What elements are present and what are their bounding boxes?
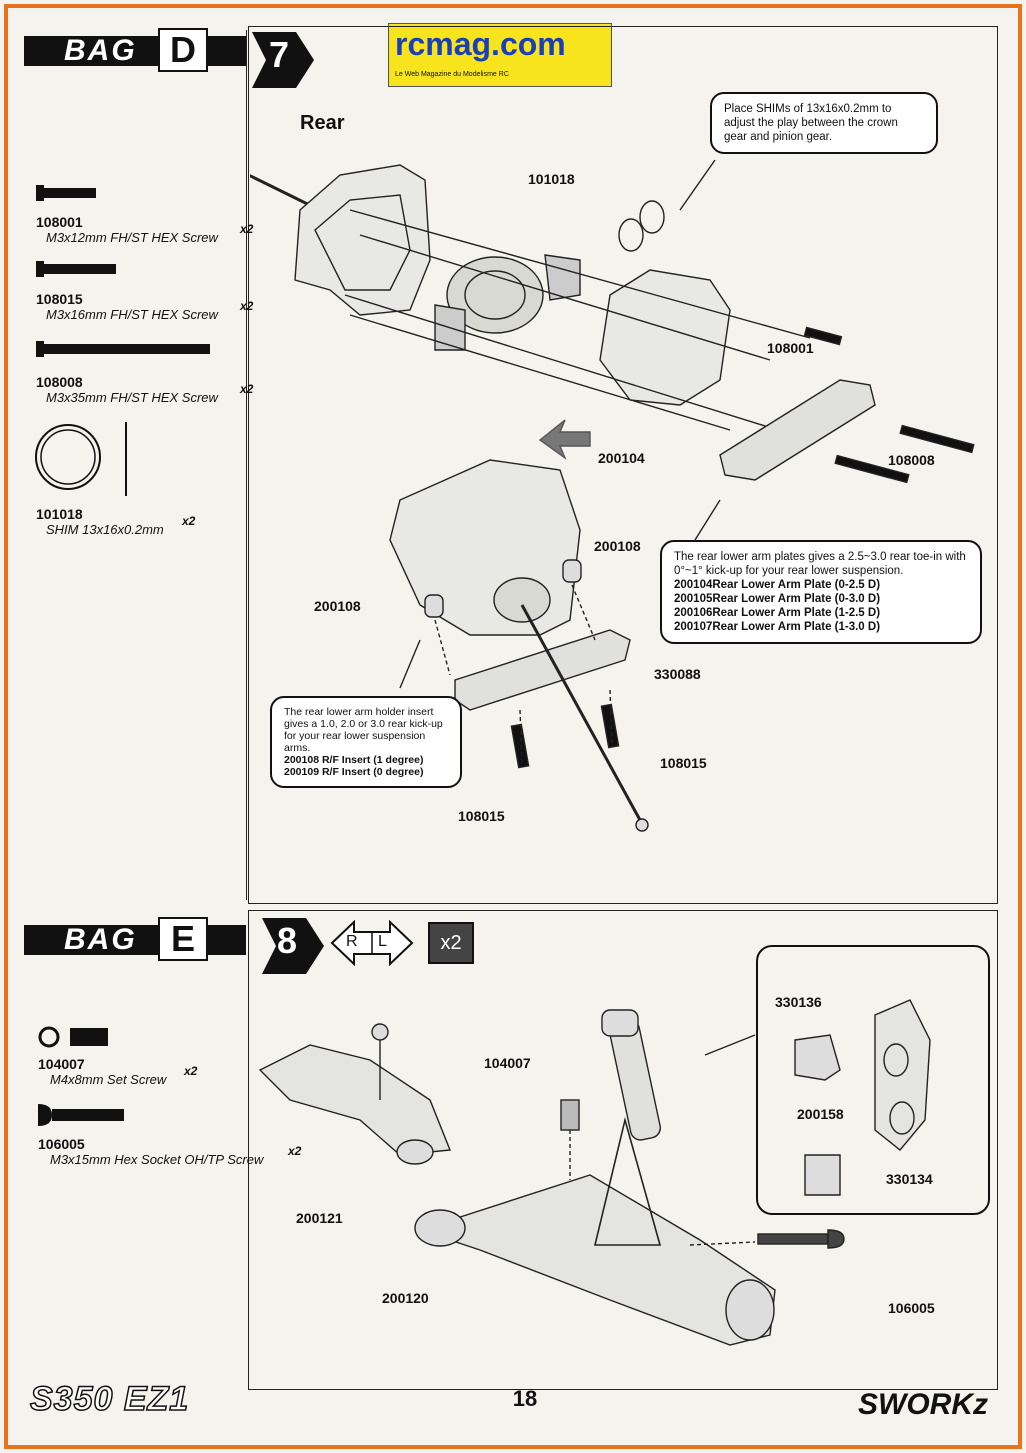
part-104007-desc: M4x8mm Set Screw — [50, 1072, 167, 1087]
part-108001-code: 108001 — [36, 214, 83, 230]
label-200104: 200104 — [598, 450, 645, 466]
insert-option-200109: 200109 R/F Insert (0 degree) — [284, 766, 424, 778]
label-330088: 330088 — [654, 666, 701, 682]
bag-e-letter: E — [158, 917, 208, 961]
part-108015-code: 108015 — [36, 291, 83, 307]
label-200121: 200121 — [296, 1210, 343, 1226]
label-108015-bottom: 108015 — [458, 808, 505, 824]
left-right-side-icon — [330, 920, 414, 966]
part-101018-qty: x2 — [182, 514, 196, 528]
callout-insert: The rear lower arm holder insert gives a… — [270, 696, 462, 788]
callout-insert-text: The rear lower arm holder insert gives a… — [284, 706, 443, 754]
screw-108015-icon — [36, 261, 116, 277]
step-7-frame — [248, 26, 998, 904]
label-108001: 108001 — [767, 340, 814, 356]
rcmag-logo[interactable]: rcmag.com Le Web Magazine du Modelisme R… — [388, 23, 612, 87]
label-106005: 106005 — [888, 1300, 935, 1316]
label-330134: 330134 — [886, 1171, 933, 1187]
arm-plate-option-200104: 200104Rear Lower Arm Plate (0-2.5 D) — [674, 579, 881, 591]
part-106005-desc: M3x15mm Hex Socket OH/TP Screw — [50, 1152, 264, 1167]
rear-lower-arm-diagram — [258, 999, 931, 1346]
brand-logo: SWORKz — [858, 1388, 988, 1421]
arm-plate-option-200106: 200106Rear Lower Arm Plate (1-2.5 D) — [674, 607, 881, 619]
callout-arm-plates-text: The rear lower arm plates gives a 2.5~3.… — [674, 551, 966, 577]
part-104007-code: 104007 — [38, 1056, 85, 1072]
page-number: 18 — [512, 1386, 538, 1411]
label-200120: 200120 — [382, 1290, 429, 1306]
label-200158: 200158 — [797, 1106, 844, 1122]
step-8-marker — [262, 918, 324, 974]
label-104007: 104007 — [484, 1055, 531, 1071]
part-101018-code: 101018 — [36, 506, 83, 522]
logo-tagline: Le Web Magazine du Modelisme RC — [395, 71, 509, 78]
model-logo: S350 EZ1 — [29, 1379, 190, 1419]
bag-d-letter: D — [158, 28, 208, 72]
screw-108001-icon — [36, 185, 96, 201]
label-108008: 108008 — [888, 452, 935, 468]
step-8-number: 8 — [276, 920, 298, 961]
callout-shim-note: Place SHIMs of 13x16x0.2mm to adjust the… — [710, 92, 938, 154]
label-101018: 101018 — [528, 171, 575, 187]
bag-d-bar-end — [206, 36, 246, 66]
arm-plate-option-200107: 200107Rear Lower Arm Plate (1-3.0 D) — [674, 621, 881, 633]
part-106005-code: 106005 — [38, 1136, 85, 1152]
shim-101018-icon — [35, 422, 127, 496]
side-left-label: L — [378, 933, 387, 950]
screw-108008-icon — [36, 341, 210, 357]
label-200108-left: 200108 — [314, 598, 361, 614]
quantity-multiplier-badge: x2 — [428, 922, 474, 964]
part-108008-desc: M3x35mm FH/ST HEX Screw — [46, 390, 218, 405]
part-108008-code: 108008 — [36, 374, 83, 390]
step-7-marker — [252, 32, 314, 88]
bag-e-bar-end — [206, 925, 246, 955]
part-108001-qty: x2 — [240, 222, 254, 236]
insert-option-200108: 200108 R/F Insert (1 degree) — [284, 754, 424, 766]
callout-arm-plates: The rear lower arm plates gives a 2.5~3.… — [660, 540, 982, 644]
page-frame — [4, 4, 1022, 1449]
part-108015-desc: M3x16mm FH/ST HEX Screw — [46, 307, 218, 322]
label-200108-right: 200108 — [594, 538, 641, 554]
part-104007-qty: x2 — [184, 1064, 198, 1078]
logo-name: rcmag.com — [395, 26, 566, 62]
step-8-frame — [248, 910, 998, 1390]
set-screw-104007-icon — [38, 1026, 108, 1048]
inset-holder-detail-box — [756, 945, 990, 1215]
label-108015-right: 108015 — [660, 755, 707, 771]
step-7-number: 7 — [268, 34, 290, 75]
side-right-label: R — [346, 933, 358, 950]
step-7-title: Rear — [300, 112, 345, 134]
label-330136: 330136 — [775, 994, 822, 1010]
part-108001-desc: M3x12mm FH/ST HEX Screw — [46, 230, 218, 245]
part-106005-qty: x2 — [288, 1144, 302, 1158]
part-108008-qty: x2 — [240, 382, 254, 396]
part-108015-qty: x2 — [240, 299, 254, 313]
left-column-divider — [246, 30, 248, 900]
screw-106005-icon — [38, 1104, 124, 1126]
part-101018-desc: SHIM 13x16x0.2mm — [46, 522, 164, 537]
arm-plate-option-200105: 200105Rear Lower Arm Plate (0-3.0 D) — [674, 593, 881, 605]
